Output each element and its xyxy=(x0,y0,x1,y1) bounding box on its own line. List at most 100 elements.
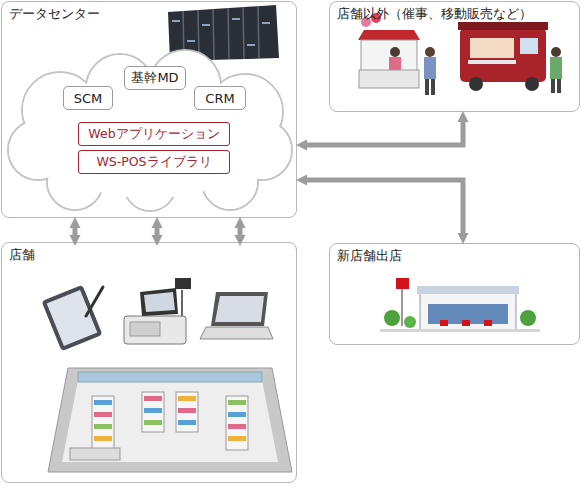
goods xyxy=(178,408,196,413)
wall-shelf xyxy=(78,372,262,382)
goods xyxy=(228,424,246,429)
food-truck xyxy=(458,22,562,93)
rack-line xyxy=(258,6,259,58)
shelf xyxy=(176,392,198,432)
bidirectional-arrow xyxy=(307,180,463,233)
goods xyxy=(94,400,112,405)
goods xyxy=(144,408,162,413)
shelf xyxy=(142,392,164,432)
truck-counter xyxy=(468,60,516,64)
laptop xyxy=(200,292,273,339)
person-head xyxy=(551,47,561,57)
bidirectional-arrow xyxy=(238,228,243,235)
event-stall xyxy=(358,13,436,95)
box-label: SCM xyxy=(74,91,103,106)
rack-light xyxy=(232,18,240,20)
cloud-part xyxy=(35,82,265,198)
truck-window xyxy=(470,38,514,58)
person-head xyxy=(425,47,435,57)
flag xyxy=(396,278,409,289)
truck-body xyxy=(460,28,546,82)
goods xyxy=(94,424,112,429)
laptop-screen-frame xyxy=(211,292,268,326)
wheel xyxy=(469,77,483,91)
pos-register xyxy=(124,278,191,344)
site-group: 店舗 xyxy=(1,242,297,483)
module-box: 基幹MD xyxy=(124,66,186,90)
pos-display xyxy=(175,278,191,289)
group-heading: 店舗 xyxy=(9,247,35,264)
box-label: 基幹MD xyxy=(131,69,178,87)
box-label: WS-POSライブラリ xyxy=(96,154,211,171)
rack-line xyxy=(243,7,244,59)
person-head xyxy=(390,47,400,57)
building-roof xyxy=(417,286,519,294)
system-group: データセンター SCM 基幹MD CRM Webアプリケーション WS-POSライブラリ xyxy=(1,1,297,218)
site-group: 新店舗出店 xyxy=(329,243,580,345)
tree xyxy=(404,316,416,328)
laptop-base xyxy=(200,327,273,339)
store-floor xyxy=(48,368,292,472)
box-label: CRM xyxy=(205,91,234,106)
group-heading: 新店舗出店 xyxy=(337,248,402,265)
box-label: Webアプリケーション xyxy=(88,126,219,143)
rack-light xyxy=(202,24,210,26)
goods xyxy=(228,400,246,405)
pos-screen xyxy=(144,292,175,312)
goods xyxy=(94,412,112,417)
goods xyxy=(144,396,162,401)
bidirectional-arrow xyxy=(307,122,463,145)
tablet-screen xyxy=(47,290,98,346)
cloud-fill xyxy=(9,51,291,210)
tablet-body xyxy=(41,285,102,352)
rack-line xyxy=(228,8,229,59)
tablet-device xyxy=(41,285,103,352)
module-box: CRM xyxy=(194,86,246,110)
goods xyxy=(94,436,112,441)
person-leg xyxy=(425,79,429,95)
new-store-building xyxy=(380,278,540,332)
person-body xyxy=(550,57,562,79)
shelf xyxy=(226,396,248,450)
pos-pole xyxy=(181,290,183,316)
pos-keypad xyxy=(130,322,160,336)
counter xyxy=(70,448,120,460)
parasol xyxy=(462,320,470,326)
building xyxy=(420,292,516,330)
rack-light xyxy=(247,44,255,46)
rack-light xyxy=(262,22,270,24)
stall-counter xyxy=(359,70,419,88)
goods xyxy=(178,396,196,401)
truck-roof xyxy=(458,22,548,30)
person-body xyxy=(424,57,436,79)
bidirectional-arrow xyxy=(73,228,78,235)
group-heading: 店舗以外（催事、移動販売など） xyxy=(337,6,532,23)
stylus xyxy=(86,287,103,316)
goods xyxy=(144,420,162,425)
goods xyxy=(228,412,246,417)
laptop-screen xyxy=(215,296,264,322)
tree xyxy=(520,310,536,326)
floor-outer xyxy=(48,368,292,472)
ground xyxy=(380,329,540,332)
group-heading: データセンター xyxy=(9,6,100,23)
shelf xyxy=(92,396,114,450)
truck-cab-window xyxy=(520,38,538,54)
cloud-outline xyxy=(8,50,292,211)
wheel xyxy=(525,77,539,91)
parasol xyxy=(440,320,448,326)
goods xyxy=(228,436,246,441)
tree xyxy=(384,310,400,326)
person-leg xyxy=(551,79,555,93)
library-box: WS-POSライブラリ xyxy=(78,150,230,174)
floor-inner xyxy=(62,380,278,462)
rack-light xyxy=(172,20,180,22)
rack-line xyxy=(213,9,214,60)
person-body xyxy=(389,57,401,71)
rack-light xyxy=(187,40,195,42)
awning xyxy=(358,30,420,40)
bidirectional-arrow xyxy=(155,228,160,235)
person-leg xyxy=(557,79,561,93)
app-box: Webアプリケーション xyxy=(78,122,230,146)
